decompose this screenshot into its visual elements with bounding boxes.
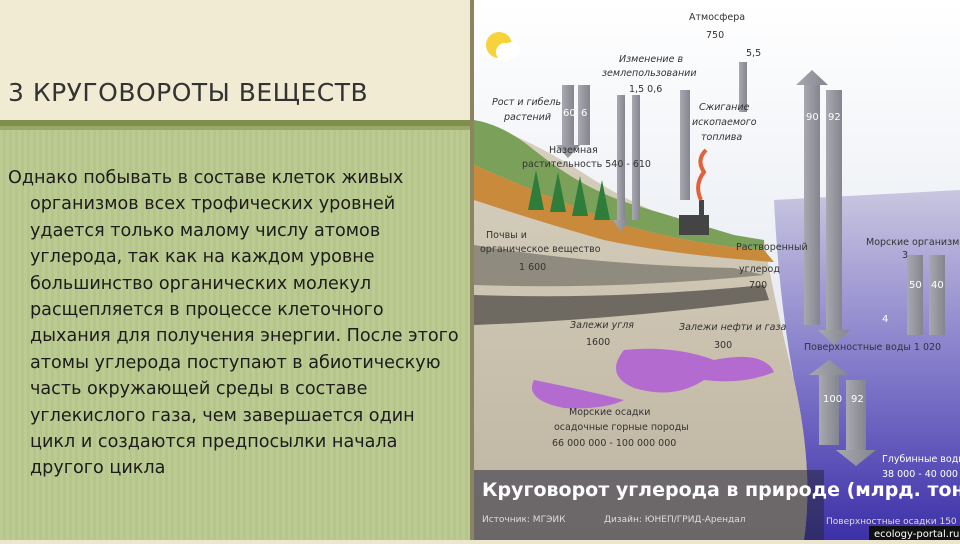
text-panel: 3 КРУГОВОРОТЫ ВЕЩЕСТВ Однако побывать в … bbox=[0, 0, 470, 540]
growth-label-2: растений bbox=[503, 112, 551, 123]
marine-organisms-value: 3 bbox=[902, 250, 908, 261]
dissolved-label-2: углерод bbox=[739, 264, 780, 275]
slide-paragraph: Однако побывать в составе клеток живых о… bbox=[8, 165, 463, 482]
diagram-svg: Атмосфера 750 Изменение в землепользован… bbox=[474, 0, 960, 540]
burning-label-2: ископаемого bbox=[692, 117, 757, 128]
sediments-label-1: Морские осадки bbox=[569, 407, 650, 418]
vegetation-label-2: растительность 540 - 610 bbox=[522, 159, 651, 170]
diagram-caption: Круговорот углерода в природе (млрд. тон… bbox=[482, 479, 960, 501]
marine-flow-b: 40 bbox=[931, 280, 944, 291]
surface-water-label: Поверхностные воды 1 020 bbox=[804, 342, 941, 353]
growth-down-value: 6 bbox=[581, 108, 587, 119]
marine-flow-c: 4 bbox=[882, 314, 888, 325]
marine-organisms-label: Морские организмы bbox=[866, 237, 960, 248]
atmosphere-value: 750 bbox=[706, 30, 724, 41]
slide-body: Однако побывать в составе клеток живых о… bbox=[8, 165, 463, 482]
marine-flow-a: 50 bbox=[909, 280, 922, 291]
deep-flow-a: 100 bbox=[823, 394, 842, 405]
vegetation-label-1: Наземная bbox=[549, 145, 598, 156]
sediments-value: 66 000 000 - 100 000 000 bbox=[552, 438, 676, 449]
oil-value: 300 bbox=[714, 340, 732, 351]
title-band bbox=[0, 0, 470, 126]
coal-label: Залежи угля bbox=[570, 320, 634, 331]
ocean-exchange-up: 90 bbox=[806, 112, 819, 123]
slide-title: 3 КРУГОВОРОТЫ ВЕЩЕСТВ bbox=[8, 78, 368, 107]
oil-label: Залежи нефти и газа bbox=[679, 322, 787, 333]
ocean-exchange-down: 92 bbox=[828, 112, 841, 123]
burning-label-3: топлива bbox=[701, 132, 742, 143]
source-credit: Источник: МГЭИК bbox=[482, 515, 566, 525]
surface-sediments-label: Поверхностные осадки 150 bbox=[826, 517, 957, 527]
atmosphere-label: Атмосфера bbox=[689, 12, 745, 23]
land-use-label-2: землепользовании bbox=[602, 68, 697, 79]
deep-water-label: Глубинные воды bbox=[882, 454, 960, 465]
dissolved-value: 700 bbox=[749, 280, 767, 291]
soil-label-1: Почвы и bbox=[486, 230, 527, 241]
growth-up-value: 60 bbox=[563, 108, 576, 119]
land-use-label-1: Изменение в bbox=[619, 54, 683, 65]
land-use-values: 1,5 0,6 bbox=[629, 84, 662, 95]
carbon-cycle-diagram: Атмосфера 750 Изменение в землепользован… bbox=[474, 0, 960, 540]
growth-label-1: Рост и гибель bbox=[492, 97, 561, 108]
dissolved-label-1: Растворенный bbox=[736, 242, 808, 253]
sediments-label-2: осадочные горные породы bbox=[554, 422, 689, 433]
fossil-emission-value: 5,5 bbox=[746, 48, 761, 59]
coal-value: 1600 bbox=[586, 337, 610, 348]
burning-label-1: Сжигание bbox=[699, 102, 750, 113]
soil-value: 1 600 bbox=[519, 262, 546, 273]
design-credit: Дизайн: ЮНЕП/ГРИД-Арендал bbox=[604, 515, 746, 525]
deep-flow-b: 92 bbox=[851, 394, 864, 405]
watermark: ecology-portal.ru bbox=[874, 529, 959, 540]
soil-label-2: органическое вещество bbox=[480, 244, 601, 255]
